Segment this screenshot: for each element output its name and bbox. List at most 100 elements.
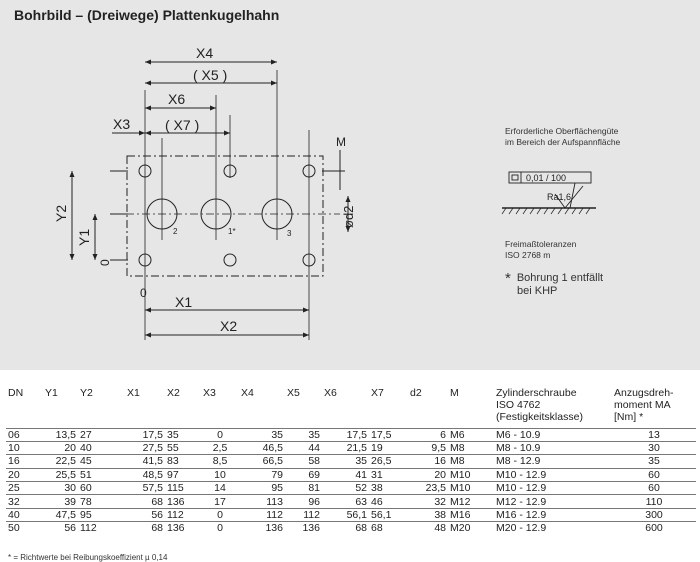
table-cell: 16 — [6, 454, 43, 469]
col-dn: DN — [8, 387, 24, 399]
table-cell: M6 — [448, 427, 494, 442]
table-cell: 39 — [43, 494, 78, 509]
page-title: Bohrbild – (Dreiwege) Plattenkugelhahn — [14, 7, 280, 23]
col-x1: X1 — [127, 387, 140, 399]
mounting-hole — [223, 164, 237, 178]
col-x6: X6 — [324, 387, 337, 399]
table-cell: 0 — [201, 521, 239, 535]
table-cell: 63 — [322, 494, 369, 509]
footnote: * = Richtwerte bei Reibungskoeffizient µ… — [8, 553, 168, 562]
table-cell: 6 — [408, 427, 448, 442]
table-cell: 68 — [125, 521, 165, 535]
col-m: M — [450, 387, 459, 399]
table-cell: 60 — [612, 467, 696, 482]
mounting-hole — [138, 253, 152, 267]
table-cell: M12 - 12.9 — [494, 494, 612, 509]
table-cell: M10 — [448, 481, 494, 495]
table-cell: 68 — [125, 494, 165, 509]
col-screw: Zylinderschraube ISO 4762 (Festigkeitskl… — [496, 387, 583, 423]
port-1 — [200, 198, 232, 230]
table-cell: 8,5 — [201, 454, 239, 469]
table-cell: 41,5 — [125, 454, 165, 469]
port-1-label: 1* — [228, 227, 236, 236]
table-cell: 10 — [201, 467, 239, 482]
table-cell: 32 — [408, 494, 448, 509]
table-cell: 20 — [6, 467, 43, 482]
port-2 — [146, 198, 178, 230]
asterisk: * — [505, 270, 511, 287]
table-cell: M16 - 12.9 — [494, 507, 612, 522]
table-cell: M8 — [448, 454, 494, 469]
table-cell: 97 — [165, 467, 201, 482]
table-cell: 136 — [165, 521, 201, 535]
table-cell: 52 — [322, 481, 369, 495]
table-cell: 50 — [6, 521, 43, 535]
table-cell: 38 — [369, 481, 408, 495]
table-cell: 68 — [322, 521, 369, 535]
mounting-hole — [223, 253, 237, 267]
table-cell: 112 — [78, 521, 125, 535]
table-cell: 21,5 — [322, 440, 369, 455]
table-cell: 32 — [6, 494, 43, 509]
table-cell: M12 — [448, 494, 494, 509]
tolerance-note: Freimaßtoleranzen ISO 2768 m — [505, 239, 577, 260]
table-cell: M20 - 12.9 — [494, 521, 612, 535]
table-cell: 25 — [6, 481, 43, 495]
table-cell: 110 — [612, 494, 696, 509]
table-cell: M10 - 12.9 — [494, 467, 612, 482]
table-cell: 45 — [78, 454, 125, 469]
table-cell: 31 — [369, 467, 408, 482]
table-cell: 79 — [239, 467, 285, 482]
table-cell: 78 — [78, 494, 125, 509]
table-cell: 17,5 — [125, 427, 165, 442]
dim-x0: 0 — [140, 286, 147, 300]
table-cell: 16 — [408, 454, 448, 469]
table-cell: 51 — [78, 467, 125, 482]
mounting-hole — [302, 164, 316, 178]
port-2-label: 2 — [173, 227, 178, 236]
port-3 — [261, 198, 293, 230]
dim-x7: ( X7 ) — [165, 117, 199, 133]
table-cell: 115 — [165, 481, 201, 495]
table-cell: 56,1 — [322, 507, 369, 522]
table-cell: 83 — [165, 454, 201, 469]
mounting-hole — [138, 164, 152, 178]
dim-x5: ( X5 ) — [193, 67, 227, 83]
table-cell: 0 — [201, 507, 239, 522]
col-d2: d2 — [410, 387, 422, 399]
dim-d2: ød2 — [341, 206, 356, 228]
table-cell: 81 — [285, 481, 322, 495]
table-cell: 44 — [285, 440, 322, 455]
table-cell: 35 — [612, 454, 696, 469]
table-cell: 48 — [408, 521, 448, 535]
table-cell: 60 — [78, 481, 125, 495]
dim-m: M — [336, 135, 346, 149]
khp-note: *Bohrung 1 entfällt bei KHP — [505, 270, 604, 297]
col-x3: X3 — [203, 387, 216, 399]
table-cell: M20 — [448, 521, 494, 535]
table-cell: M6 - 10.9 — [494, 427, 612, 442]
table-cell: 30 — [43, 481, 78, 495]
table-cell: 26,5 — [369, 454, 408, 469]
dim-y2: Y2 — [53, 205, 69, 222]
table-cell: 95 — [78, 507, 125, 522]
table-cell: 35 — [165, 427, 201, 442]
drawing-panel — [0, 0, 700, 370]
plate-outline — [126, 155, 324, 277]
table-cell: 58 — [285, 454, 322, 469]
dim-y1: Y1 — [76, 229, 92, 246]
table-cell: 112 — [239, 507, 285, 522]
table-header-row: DN Y1 Y2 X1 X2 X3 X4 X5 X6 X7 d2 M Zylin… — [6, 386, 696, 428]
tolerance-box-value: 0,01 / 100 — [526, 173, 566, 183]
table-cell: 300 — [612, 507, 696, 522]
table-cell: 17,5 — [322, 427, 369, 442]
dim-x6: X6 — [168, 91, 185, 107]
table-cell: 30 — [612, 440, 696, 455]
table-cell: 136 — [165, 494, 201, 509]
col-x2: X2 — [167, 387, 180, 399]
table-cell: 136 — [239, 521, 285, 535]
table-cell: 22,5 — [43, 454, 78, 469]
